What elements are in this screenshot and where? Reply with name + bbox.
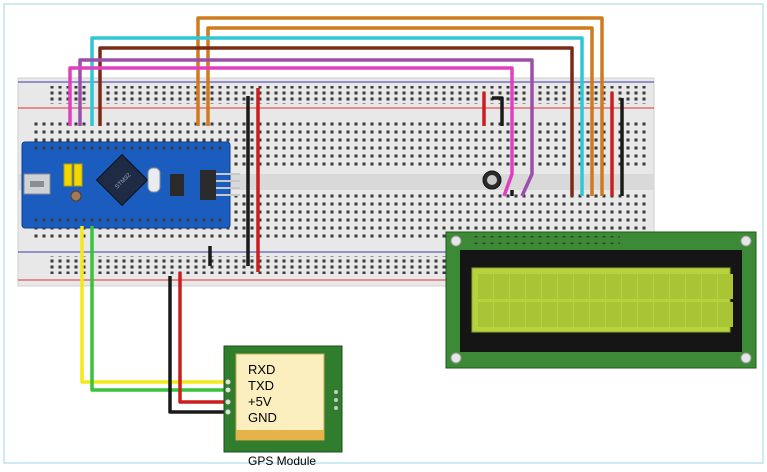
lcd-cell	[670, 274, 685, 299]
lcd-mount-hole-bl	[450, 352, 462, 364]
wire-magenta	[68, 66, 514, 197]
boot-jumper-0	[63, 163, 73, 187]
gps-pin-label-txd: TXD	[248, 378, 274, 393]
gps-wires	[80, 226, 230, 414]
gps-module	[223, 345, 343, 453]
lcd-cell	[494, 302, 509, 327]
lcd-cell	[718, 302, 733, 327]
gps-pin-rxd	[225, 379, 231, 385]
header-top	[30, 146, 222, 152]
lcd-cell	[478, 274, 493, 299]
lcd-16x2	[445, 231, 757, 369]
lcd-cell	[606, 274, 621, 299]
boot-jumper-1	[73, 163, 83, 187]
lcd-cell	[542, 302, 557, 327]
lcd-mount-hole-tl	[450, 235, 462, 247]
swd-header	[200, 170, 216, 200]
lcd-character-grid	[478, 274, 733, 327]
wire-black-pot	[492, 96, 504, 126]
lcd-cell	[574, 302, 589, 327]
gps-module-caption: GPS Module	[248, 454, 317, 468]
lcd-cell	[622, 274, 637, 299]
stm32-board: STM32	[21, 141, 240, 229]
potentiometer	[482, 170, 502, 190]
gps-pad-3	[334, 406, 338, 410]
gps-pin-5v	[225, 399, 231, 405]
lcd-mount-hole-br	[740, 352, 752, 364]
lcd-cell	[702, 274, 717, 299]
lcd-cell	[638, 274, 653, 299]
pot-knob	[487, 175, 497, 185]
gps-antenna	[235, 353, 325, 441]
wire-black-gps	[168, 276, 230, 414]
wire-brown	[98, 46, 574, 196]
lcd-cell	[670, 302, 685, 327]
reset-button	[70, 190, 82, 202]
gps-pin-txd	[225, 387, 231, 393]
lcd-mount-hole-tr	[740, 235, 752, 247]
lcd-cell	[654, 274, 669, 299]
lcd-header	[470, 236, 620, 244]
wire-orange	[196, 16, 604, 196]
lcd-cell	[686, 302, 701, 327]
lcd-cell	[574, 274, 589, 299]
lcd-cell	[558, 274, 573, 299]
wire-cyan	[90, 36, 584, 196]
gps-pin-gnd	[225, 409, 231, 415]
lcd-cell	[494, 274, 509, 299]
wire-purple	[78, 58, 534, 197]
lcd-cell	[590, 302, 605, 327]
power-rail-top	[46, 86, 646, 104]
mcu-chip	[95, 153, 149, 207]
lcd-cell	[526, 274, 541, 299]
lcd-wires	[68, 16, 624, 272]
lcd-cell	[590, 274, 605, 299]
lcd-cell	[718, 274, 733, 299]
wire-red-gps	[178, 272, 230, 404]
gps-pin-label-5v: +5V	[248, 394, 272, 409]
gps-pin-label-rxd: RXD	[248, 362, 276, 377]
lcd-cell	[510, 302, 525, 327]
gps-pad-1	[334, 390, 338, 394]
lcd-cell	[510, 274, 525, 299]
header-bottom	[30, 216, 222, 222]
wire-orange-2	[206, 26, 594, 196]
lcd-cell	[606, 302, 621, 327]
lcd-cell	[542, 274, 557, 299]
voltage-regulator	[170, 174, 184, 196]
usb-port	[30, 181, 44, 187]
lcd-cell	[478, 302, 493, 327]
lcd-cell	[558, 302, 573, 327]
lcd-cell	[622, 302, 637, 327]
crystal	[147, 167, 161, 193]
lcd-cell	[654, 302, 669, 327]
wire-green	[90, 226, 230, 392]
lcd-cell	[702, 302, 717, 327]
lcd-cell	[526, 302, 541, 327]
gps-pad-2	[334, 398, 338, 402]
gps-pin-label-gnd: GND	[248, 410, 277, 425]
lcd-cell	[638, 302, 653, 327]
lcd-cell	[686, 274, 701, 299]
gps-antenna-edge	[236, 430, 324, 440]
